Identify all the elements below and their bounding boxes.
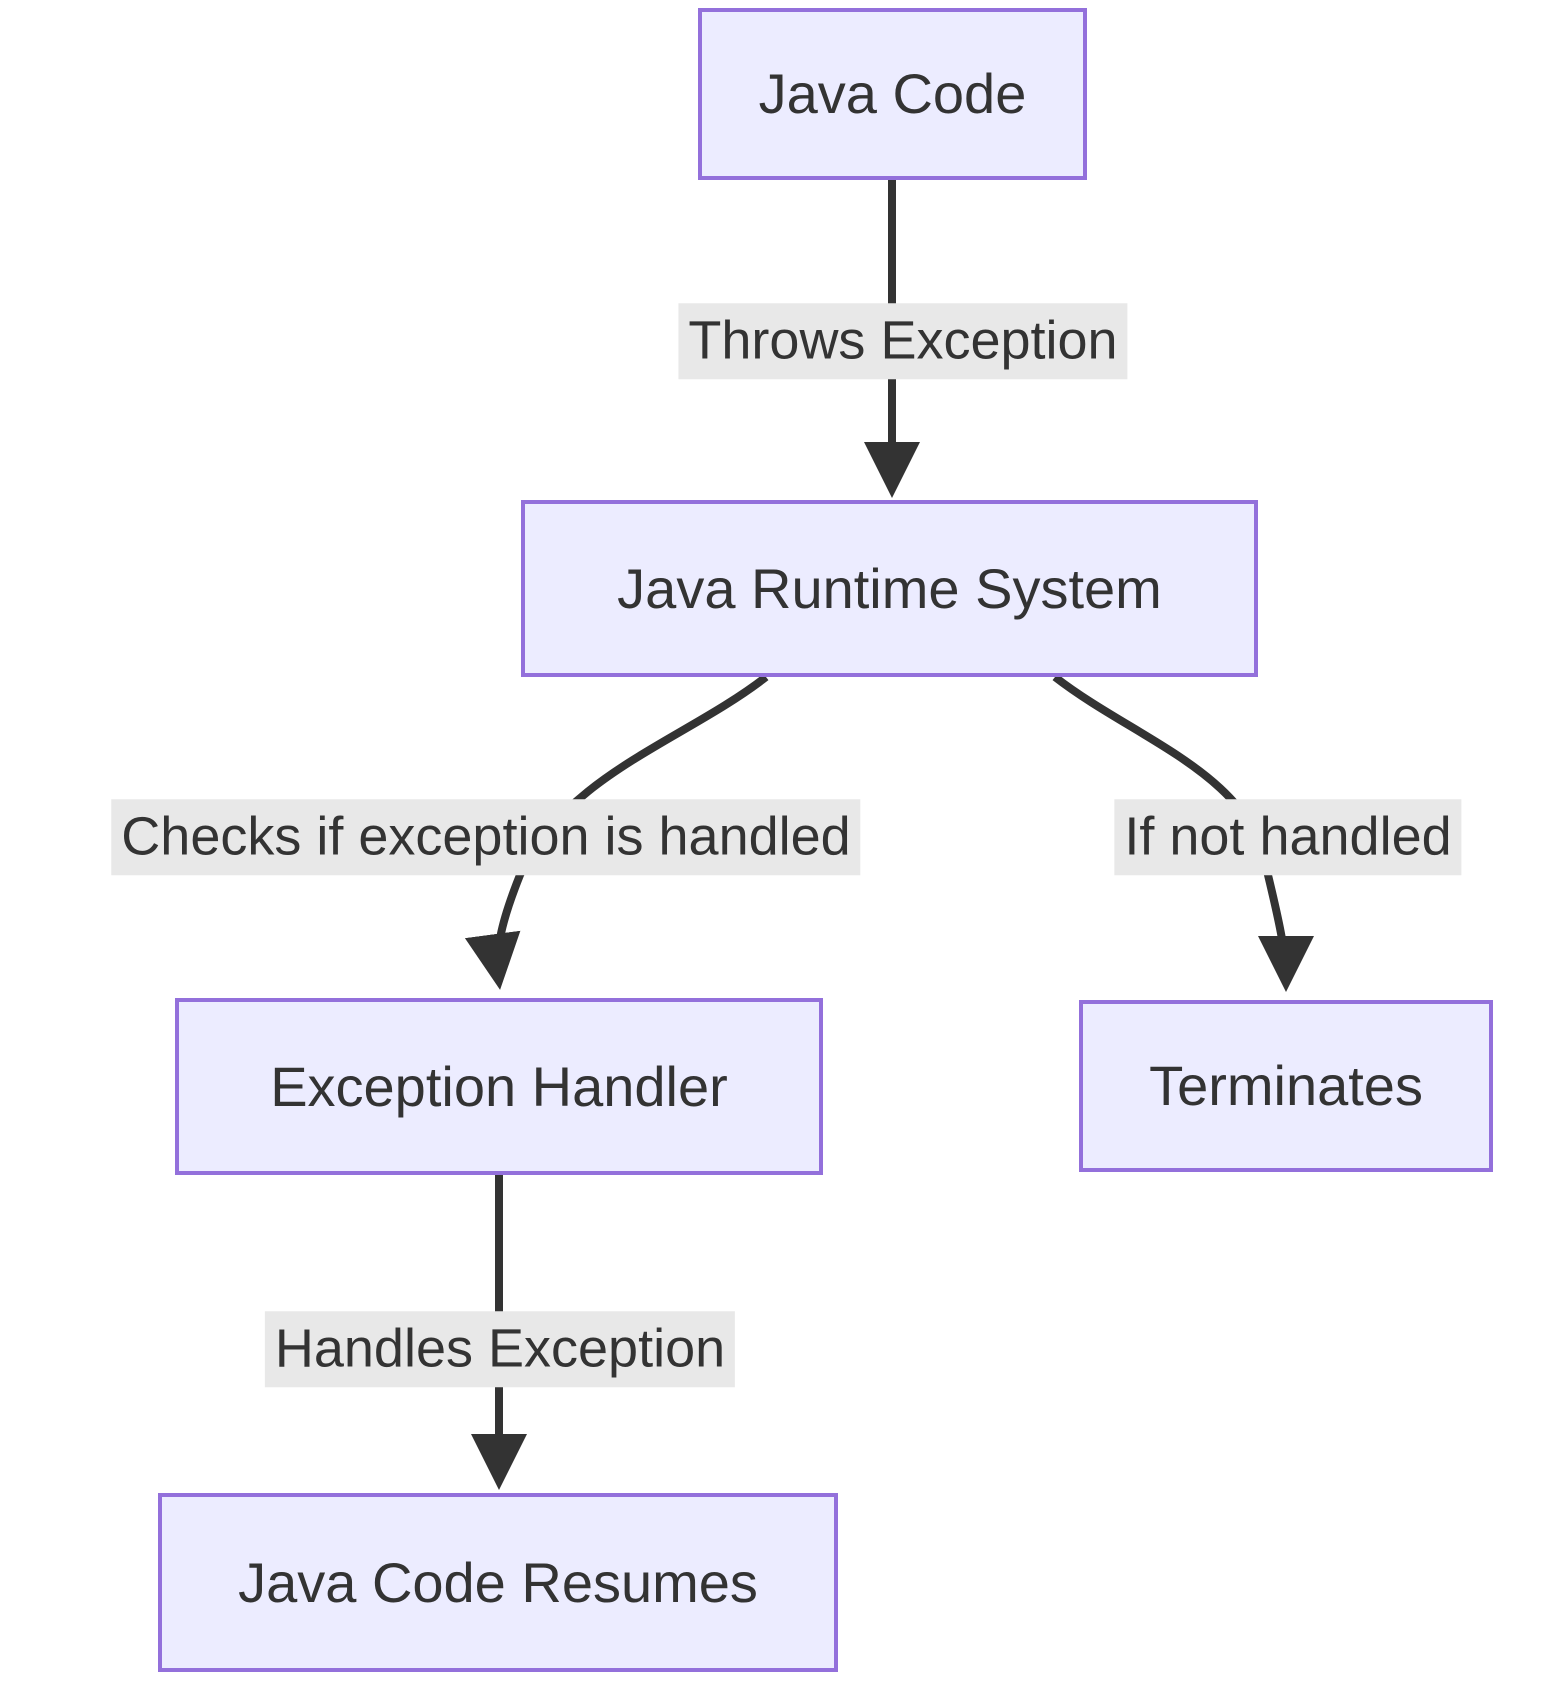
node-label: Java Code Resumes bbox=[238, 1550, 758, 1614]
edge-label-throws-exception: Throws Exception bbox=[678, 303, 1128, 379]
node-label: Terminates bbox=[1149, 1054, 1423, 1118]
node-label: Exception Handler bbox=[270, 1054, 728, 1118]
edge-label-handles-exception: Handles Exception bbox=[264, 1311, 736, 1387]
node-label: Java Code bbox=[758, 62, 1027, 126]
edge-label-if-not-handled: If not handled bbox=[1114, 799, 1462, 875]
edge-label-checks-if-exception-is-handled: Checks if exception is handled bbox=[111, 799, 861, 875]
node-label: Java Runtime System bbox=[617, 556, 1162, 620]
node-terminates: Terminates bbox=[1079, 1000, 1493, 1172]
node-exception-handler: Exception Handler bbox=[175, 998, 823, 1175]
node-java-code: Java Code bbox=[698, 8, 1087, 180]
node-java-runtime-system: Java Runtime System bbox=[521, 500, 1258, 677]
node-java-code-resumes: Java Code Resumes bbox=[158, 1493, 838, 1672]
